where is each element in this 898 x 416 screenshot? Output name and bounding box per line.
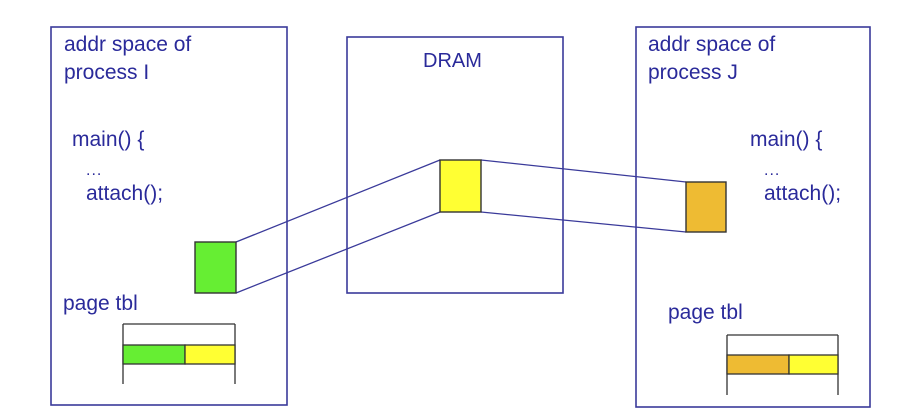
process-i-page-table <box>122 323 236 384</box>
process-i-title-line1: addr space of <box>64 33 192 56</box>
process-i-code-attach: attach(); <box>86 182 164 205</box>
process-i-page-table-entry-green <box>122 344 186 365</box>
process-i-shared-page <box>194 241 237 294</box>
mapping-line-j-bottom <box>480 211 687 233</box>
dram-title: DRAM <box>423 50 482 72</box>
process-i-address-space-box <box>50 26 288 406</box>
process-j-title-line1: addr space of <box>648 33 776 56</box>
process-j-page-table-entry-orange <box>726 354 790 375</box>
process-i-page-table-entry-yellow <box>184 344 236 365</box>
process-j-shared-page <box>685 181 727 233</box>
process-i-code-main: main() { <box>72 128 145 151</box>
process-j-code-ellipsis: ... <box>764 162 781 179</box>
mapping-line-i-top <box>235 159 441 243</box>
mapping-line-j-top <box>480 159 687 183</box>
process-j-address-space-box <box>635 26 871 408</box>
process-j-title-line2: process J <box>648 61 738 84</box>
process-i-page-table-label: page tbl <box>63 292 138 315</box>
process-i-title-line2: process I <box>64 61 150 84</box>
mapping-line-i-bottom <box>235 211 441 294</box>
process-j-code-main: main() { <box>750 128 823 151</box>
process-j-page-table-label: page tbl <box>668 301 743 324</box>
process-j-code-attach: attach(); <box>764 182 842 205</box>
process-j-page-table-entry-yellow <box>788 354 839 375</box>
process-j-page-table <box>726 334 839 395</box>
dram-shared-frame <box>439 159 482 213</box>
dram-box <box>346 36 564 294</box>
process-i-code-ellipsis: ... <box>86 162 103 179</box>
